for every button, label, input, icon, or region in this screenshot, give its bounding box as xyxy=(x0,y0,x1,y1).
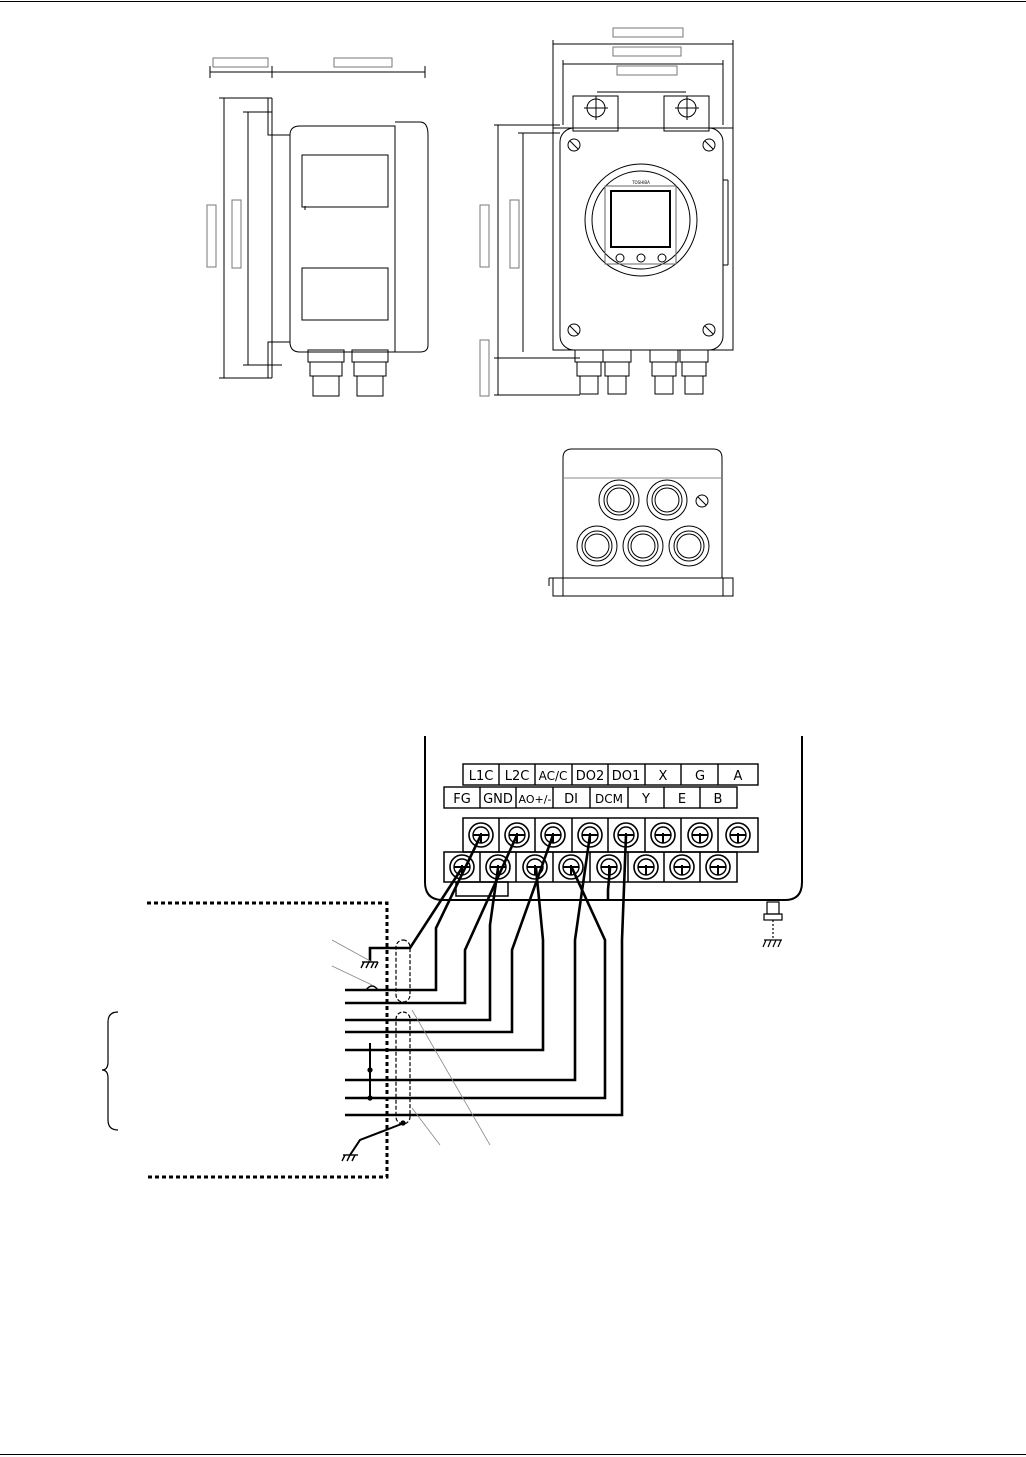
terminal-label-ao: AO+/- xyxy=(519,793,552,806)
wire-do1 xyxy=(345,834,628,1117)
cable-shield xyxy=(395,939,411,1125)
dimension-label-box xyxy=(612,46,682,57)
terminal-label-y: Y xyxy=(641,792,650,807)
dimension-label-box xyxy=(206,204,217,268)
terminal-screw-y xyxy=(633,854,659,880)
terminal-label-g: G xyxy=(695,769,705,784)
key-button xyxy=(636,253,646,263)
terminal-labels-upper: L1C L2C AC/C DO2 DO1 X G A xyxy=(462,763,759,786)
top-rule xyxy=(0,1,1026,2)
mounting-lug-right xyxy=(663,95,710,132)
terminal-screw-a xyxy=(725,822,751,848)
terminal-label-do1: DO1 xyxy=(612,769,641,784)
display-window xyxy=(584,163,698,277)
terminal-screw-b xyxy=(705,854,731,880)
junction-dot xyxy=(400,1120,406,1126)
ground-symbol xyxy=(360,961,379,969)
dimension-label-box xyxy=(616,65,678,76)
group-brace xyxy=(101,1011,119,1131)
wire-do2 xyxy=(345,834,592,1082)
terminal-label-do2: DO2 xyxy=(576,769,605,784)
brand-logo: TOSHIBA xyxy=(631,180,650,185)
wire-dcm-stub xyxy=(606,867,612,900)
case-ground-terminal xyxy=(762,901,783,948)
wire-gnd xyxy=(345,867,500,1022)
terminal-screw-l1c xyxy=(468,822,494,848)
cable-gland-left xyxy=(307,349,345,397)
display-screen xyxy=(610,190,671,248)
dimension-label-box xyxy=(212,57,269,68)
front-view xyxy=(479,27,734,397)
gland-hole xyxy=(668,525,710,567)
terminal-label-b: B xyxy=(714,792,723,807)
terminal-label-acc: AC/C xyxy=(539,769,568,783)
dimension-label-box xyxy=(333,57,393,68)
cover-screw xyxy=(702,323,716,337)
terminal-screw-g xyxy=(687,822,713,848)
dimension-label-box xyxy=(479,339,490,397)
dimension-label-box xyxy=(479,204,490,268)
bottom-rule xyxy=(0,1454,1026,1455)
mounting-lug-left xyxy=(572,95,619,132)
terminal-label-di: DI xyxy=(564,792,578,807)
terminal-label-l1c: L1C xyxy=(469,769,494,784)
cover-screw xyxy=(702,138,716,152)
terminal-label-dcm: DCM xyxy=(595,792,623,806)
field-wires xyxy=(345,834,628,1156)
wire-acc xyxy=(345,834,555,1034)
wire-di xyxy=(345,867,607,1100)
terminal-screws-upper xyxy=(468,822,751,848)
gland-hole xyxy=(646,479,688,521)
ground-symbol xyxy=(341,1154,358,1162)
wire-l1c xyxy=(345,834,483,992)
terminal-label-gnd: GND xyxy=(483,792,513,807)
key-button xyxy=(657,253,667,263)
terminal-screw-x xyxy=(650,822,676,848)
terminal-enclosure xyxy=(424,736,803,901)
wire-ao xyxy=(345,867,545,1052)
terminal-strip-upper xyxy=(462,817,759,853)
terminal-label-fg: FG xyxy=(453,792,471,807)
wire-fg xyxy=(368,867,464,962)
dimension-label-box xyxy=(612,27,684,38)
terminal-screw-di xyxy=(558,854,584,880)
dimension-label-box xyxy=(231,199,242,269)
terminal-labels-lower: FG GND AO+/- DI DCM Y E B xyxy=(443,786,738,809)
terminal-label-l2c: L2C xyxy=(505,769,530,784)
vent-screw xyxy=(695,494,709,508)
cover-screw xyxy=(567,323,581,337)
bottom-view xyxy=(548,448,734,597)
gland-hole xyxy=(622,525,664,567)
side-view xyxy=(206,57,429,397)
field-device-boundary xyxy=(147,901,389,1179)
switch-symbol xyxy=(365,985,379,991)
cover-screw xyxy=(567,138,581,152)
terminal-screw-e xyxy=(669,854,695,880)
dimension-label-box xyxy=(509,199,520,269)
terminal-label-a: A xyxy=(734,769,743,784)
key-button xyxy=(615,253,625,263)
front-cable-glands xyxy=(574,349,709,395)
gland-hole xyxy=(576,525,618,567)
wire-shield-ground xyxy=(349,1122,405,1156)
terminal-label-e: E xyxy=(678,792,686,807)
wire-l2c xyxy=(345,834,519,1005)
terminal-label-x: X xyxy=(659,769,668,784)
junction-dot xyxy=(367,1095,373,1101)
junction-dot xyxy=(367,1067,373,1073)
cable-gland-right xyxy=(351,349,389,397)
gland-hole xyxy=(598,479,640,521)
leader-lines xyxy=(331,939,491,1146)
wiring-diagram: L1C L2C AC/C DO2 DO1 X G A FG GND xyxy=(101,736,803,1179)
